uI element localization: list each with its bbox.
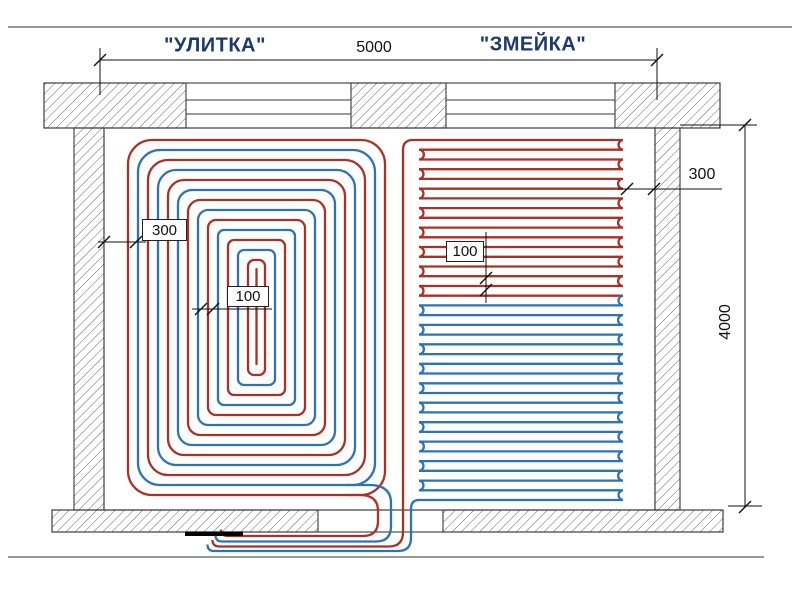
window-lines [186,99,615,115]
dim-right-edge-offset: 300 [688,166,716,183]
room-outline [103,127,656,511]
dimension-lines [93,48,762,514]
serpentine-circuit [206,138,624,553]
dim-overall-width: 5000 [356,39,392,56]
dim-left-edge-offset: 300 [142,219,187,241]
spiral-circuit [126,138,393,543]
frame-lines [8,26,792,558]
dim-left-pipe-spacing: 100 [227,286,269,307]
dim-right-pipe-spacing: 100 [446,241,484,262]
dim-overall-height: 4000 [717,304,734,340]
pattern-title-spiral: "УЛИТКА" [164,34,266,57]
walls [43,82,724,533]
pattern-title-serpentine: "ЗМЕЙКА" [479,33,587,56]
manifold-bar [185,531,243,536]
